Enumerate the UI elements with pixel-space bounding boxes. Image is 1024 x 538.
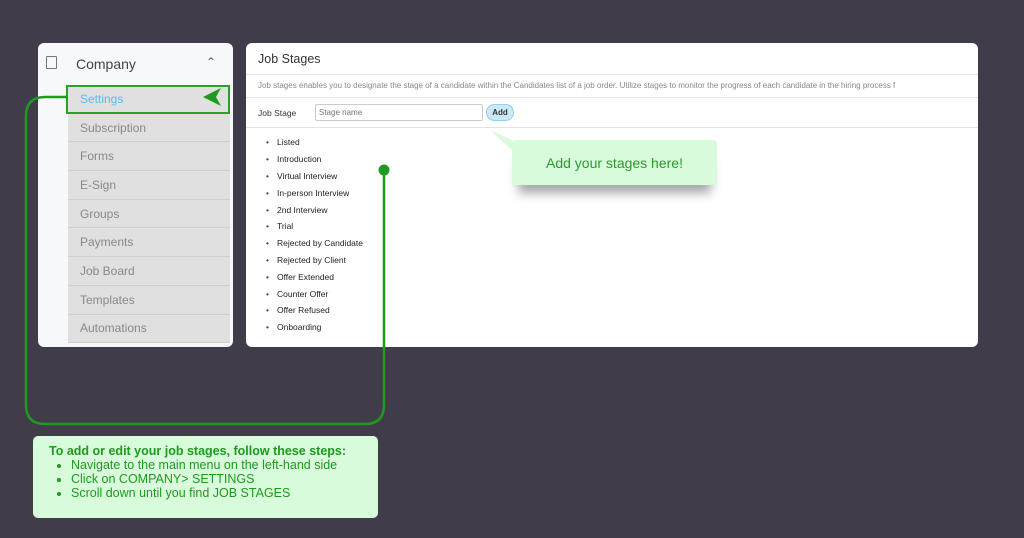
job-stages-panel: Job Stages Job stages enables you to des…	[246, 43, 978, 347]
company-label: Company	[76, 56, 136, 72]
divider	[246, 74, 978, 75]
arrow-pointer-icon	[203, 88, 221, 106]
list-item: 2nd Interview	[266, 201, 363, 218]
instructions-heading: To add or edit your job stages, follow t…	[49, 444, 347, 458]
list-item: Virtual Interview	[266, 168, 363, 185]
list-item: Offer Extended	[266, 268, 363, 285]
sidebar: Company ⌃ Settings Subscription Forms E-…	[38, 43, 233, 347]
instructions-box: To add or edit your job stages, follow t…	[33, 436, 378, 518]
chevron-up-icon[interactable]: ⌃	[206, 55, 217, 69]
instruction-step: Click on COMPANY> SETTINGS	[71, 472, 378, 486]
list-item: Rejected by Client	[266, 252, 363, 269]
connector-dot	[378, 164, 390, 176]
list-item: Onboarding	[266, 319, 363, 336]
list-item: Introduction	[266, 151, 363, 168]
list-item: Rejected by Candidate	[266, 235, 363, 252]
stage-list: Listed Introduction Virtual Interview In…	[266, 134, 363, 336]
company-menu-header[interactable]: Company ⌃	[38, 43, 233, 83]
connector-line	[24, 95, 386, 426]
divider	[246, 97, 978, 98]
sidebar-item-settings[interactable]: Settings	[66, 85, 230, 114]
job-stage-label: Job Stage	[258, 108, 297, 118]
list-item: Offer Refused	[266, 302, 363, 319]
add-stages-callout: Add your stages here!	[512, 140, 717, 185]
building-icon	[46, 56, 57, 69]
sidebar-item-templates[interactable]: Templates	[68, 285, 230, 315]
page-title: Job Stages	[258, 52, 321, 66]
add-button[interactable]: Add	[486, 104, 514, 121]
instruction-step: Navigate to the main menu on the left-ha…	[71, 458, 378, 472]
list-item: Trial	[266, 218, 363, 235]
description: Job stages enables you to designate the …	[258, 81, 896, 90]
sidebar-item-esign[interactable]: E-Sign	[68, 171, 230, 200]
sidebar-item-automations[interactable]: Automations	[68, 314, 230, 344]
list-item: Listed	[266, 134, 363, 151]
sidebar-item-forms[interactable]: Forms	[68, 142, 230, 172]
sidebar-item-subscription[interactable]: Subscription	[68, 113, 230, 143]
instruction-step: Scroll down until you find JOB STAGES	[71, 486, 378, 500]
sidebar-item-groups[interactable]: Groups	[68, 199, 230, 229]
sidebar-item-payments[interactable]: Payments	[68, 228, 230, 258]
stage-name-input[interactable]	[315, 104, 483, 121]
callout-pointer	[490, 130, 512, 150]
sidebar-item-job-board[interactable]: Job Board	[68, 257, 230, 286]
list-item: In-person Interview	[266, 184, 363, 201]
divider	[246, 127, 978, 128]
list-item: Counter Offer	[266, 285, 363, 302]
